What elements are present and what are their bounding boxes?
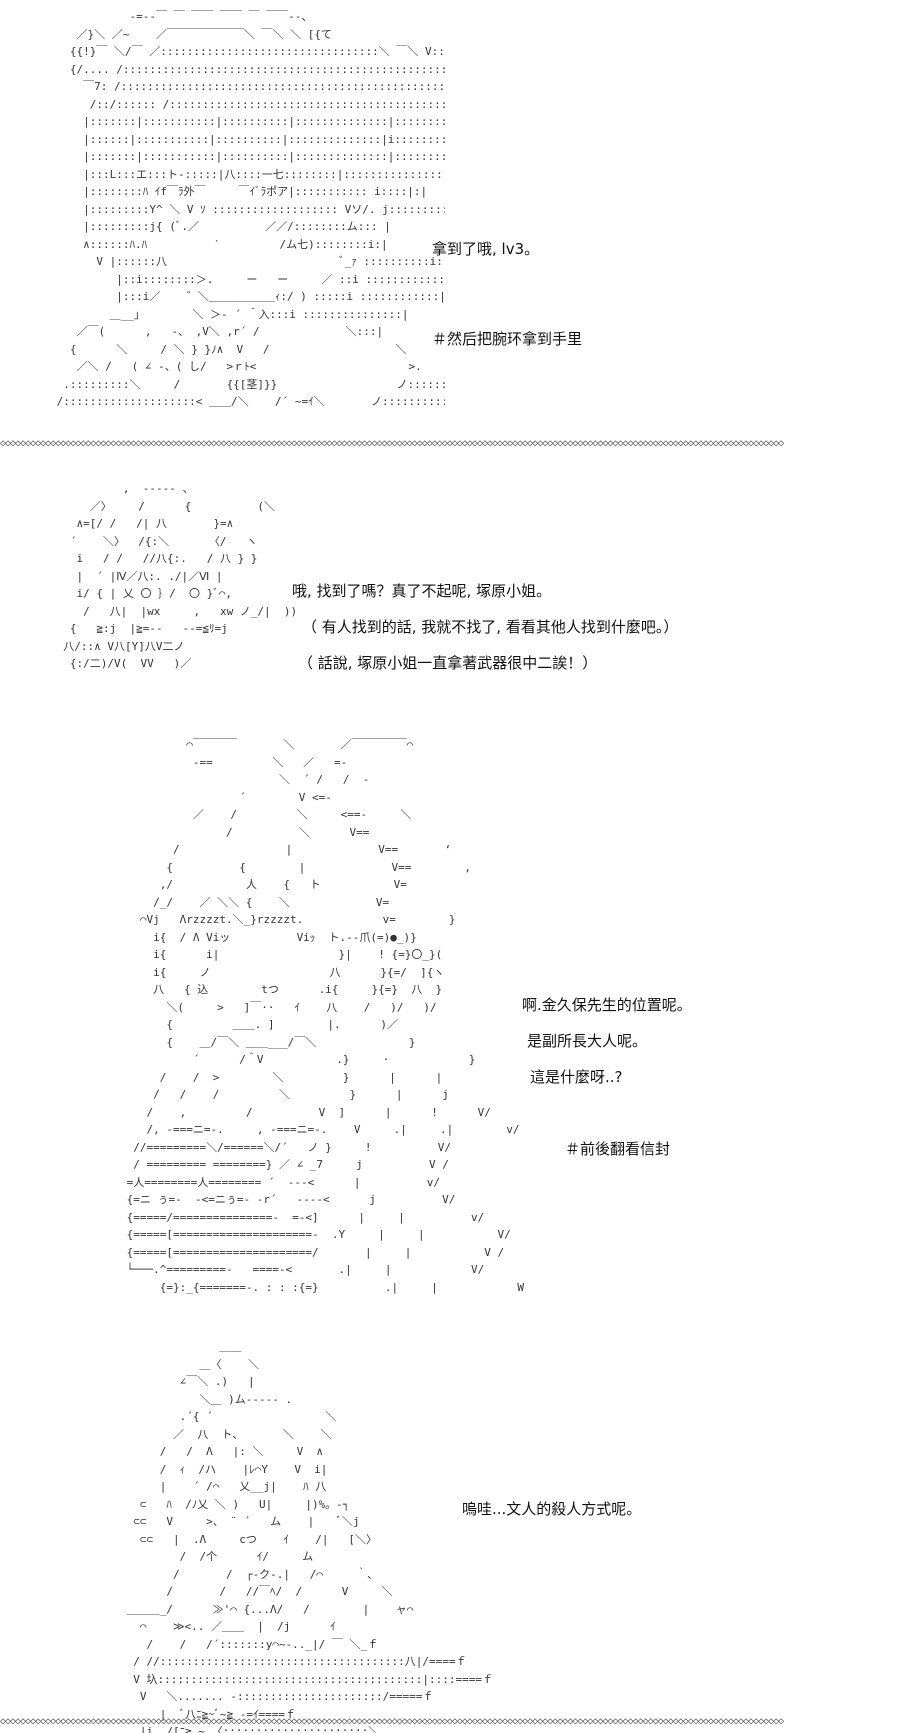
dialogue-line: 嗚哇...文人的殺人方式呢。 xyxy=(462,1500,642,1518)
dialogue-line: （ 有人找到的話, 我就不找了, 看看其他人找到什麼吧。） xyxy=(302,618,679,636)
ascii-art-character-1: -=‐‐￣ ￣ ￣￣ ￣￣ ￣ ￣￣‐-、 ／}＼ ／~ ／￣￣￣￣￣￣￣＼ ￣… xyxy=(56,10,445,408)
dialogue-line: ＃然后把腕环拿到手里 xyxy=(432,330,583,348)
ascii-art-character-3: ⌒￣￣￣￣ ＼ ／￣￣￣￣￣⌒ -== ＼ ／ =- ＼ ´ / / - ´ V… xyxy=(126,738,524,1294)
panel-2: , -‐‐‐‐ 、 ／〉 / { (＼ ∧=[/ / /| 八 }=∧ ´ ＼〉… xyxy=(0,452,900,712)
dialogue-line: 啊.金久保先生的位置呢。 xyxy=(522,996,692,1014)
ascii-art-character-2: , -‐‐‐‐ 、 ／〉 / { (＼ ∧=[/ / /| 八 }=∧ ´ ＼〉… xyxy=(63,482,295,670)
dialogue-line: 這是什麼呀..? xyxy=(530,1068,623,1086)
section-divider: ◇◇◇◇◇◇◇◇◇◇◇◇◇◇◇◇◇◇◇◇◇◇◇◇◇◇◇◇◇◇◇◇◇◇◇◇◇◇◇◇… xyxy=(0,438,784,449)
dialogue-line: 是副所長大人呢。 xyxy=(527,1032,648,1050)
dialogue-line: ＃前後翻看信封 xyxy=(565,1140,671,1158)
section-divider: ◇◇◇◇◇◇◇◇◇◇◇◇◇◇◇◇◇◇◇◇◇◇◇◇◇◇◇◇◇◇◇◇◇◇◇◇◇◇◇◇… xyxy=(0,1716,784,1727)
panel-1: -=‐‐￣ ￣ ￣￣ ￣￣ ￣ ￣￣‐-、 ／}＼ ／~ ／￣￣￣￣￣￣￣＼ ￣… xyxy=(0,0,900,440)
ascii-art-character-4: ＿＿ ＿〈 ＼ ∠￣＼ .) | ＼＿ )ム‐‐‐-- . .´{ ´ ＼ ／ … xyxy=(126,1340,493,1733)
panel-3: ⌒￣￣￣￣ ＼ ／￣￣￣￣￣⌒ -== ＼ ／ =- ＼ ´ / / - ´ V… xyxy=(0,720,900,1320)
dialogue-line: 拿到了哦, lv3。 xyxy=(432,240,540,258)
dialogue-line: 哦, 找到了嗎？真了不起呢, 塚原小姐。 xyxy=(292,582,552,600)
dialogue-line: （ 話說, 塚原小姐一直拿著武器很中二誒！） xyxy=(298,654,598,672)
panel-4: ＿＿ ＿〈 ＼ ∠￣＼ .) | ＼＿ )ム‐‐‐-- . .´{ ´ ＼ ／ … xyxy=(0,1320,900,1733)
